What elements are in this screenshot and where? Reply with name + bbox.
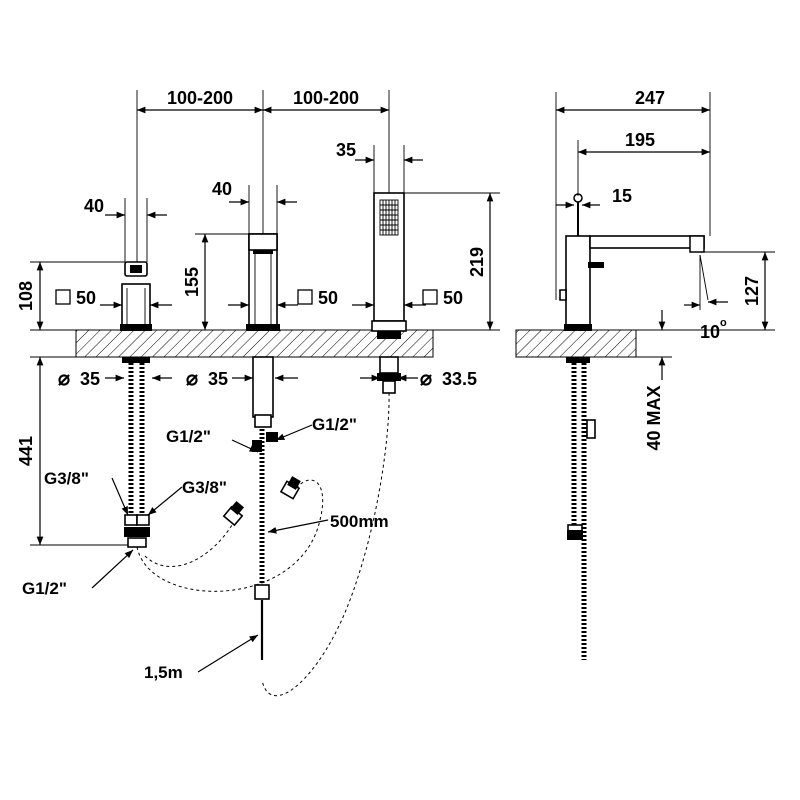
- label-g38-b: G3/8": [182, 478, 227, 497]
- dim-height-108: 108: [16, 281, 36, 311]
- label-g12-a: G1/2": [166, 427, 211, 446]
- dim-side-127: 127: [742, 276, 762, 306]
- square-symbol-c: [422, 289, 438, 305]
- dim-spout-width-b: 40: [212, 179, 232, 199]
- dim-side-angle: 10: [700, 322, 720, 342]
- square-symbol-a: [55, 289, 71, 305]
- label-g38-a: G3/8": [44, 469, 89, 488]
- handshower: [261, 192, 407, 697]
- dim-handshower-width: 35: [336, 140, 356, 160]
- square-symbol-b: [297, 289, 313, 305]
- diameter-symbol-c: ⌀: [420, 368, 432, 390]
- middle-spout: [246, 233, 280, 660]
- dim-hole-a: 35: [80, 369, 100, 389]
- label-hose-500: 500mm: [330, 512, 389, 531]
- dimension-texts: 100-200 100-200 35 40 40 108 155 219 441…: [16, 88, 762, 466]
- dim-height-219: 219: [467, 247, 487, 277]
- dim-height-155: 155: [182, 267, 202, 297]
- dim-square-a: 50: [76, 288, 96, 308]
- label-hose-15m: 1,5m: [144, 663, 183, 682]
- degree-symbol: o: [720, 317, 727, 329]
- dim-square-c: 50: [443, 288, 463, 308]
- deck-slab-front: [75, 329, 434, 358]
- dim-spacing-left: 100-200: [167, 88, 233, 108]
- dim-spacing-right: 100-200: [293, 88, 359, 108]
- label-g12-c: G1/2": [22, 579, 67, 598]
- dim-spout-width-a: 40: [84, 196, 104, 216]
- diameter-symbol-b: ⌀: [186, 368, 198, 390]
- label-g12-b: G1/2": [312, 415, 357, 434]
- dimension-lines: [30, 90, 775, 673]
- dim-hole-b: 35: [208, 369, 228, 389]
- dim-square-b: 50: [318, 288, 338, 308]
- dim-side-247: 247: [635, 88, 665, 108]
- dim-deck-max: 40 MAX: [644, 385, 664, 450]
- loose-fitting-b: [279, 476, 301, 500]
- left-mixer-valve: [120, 261, 152, 548]
- diameter-symbol-a: ⌀: [58, 368, 70, 390]
- callout-texts: G1/2" G1/2" G3/8" G3/8" G1/2" 500mm 1,5m: [22, 415, 389, 682]
- loose-fitting-a: [222, 500, 245, 527]
- side-view-faucet: [559, 193, 705, 660]
- dim-hose-441: 441: [16, 436, 36, 466]
- dim-side-handle: 15: [612, 186, 632, 206]
- deck-slab-side: [515, 329, 637, 358]
- handshower-nozzle-grid: [380, 200, 398, 235]
- hose-loop-small: [144, 524, 233, 567]
- dim-hole-c: 33.5: [442, 369, 477, 389]
- dim-side-195: 195: [625, 130, 655, 150]
